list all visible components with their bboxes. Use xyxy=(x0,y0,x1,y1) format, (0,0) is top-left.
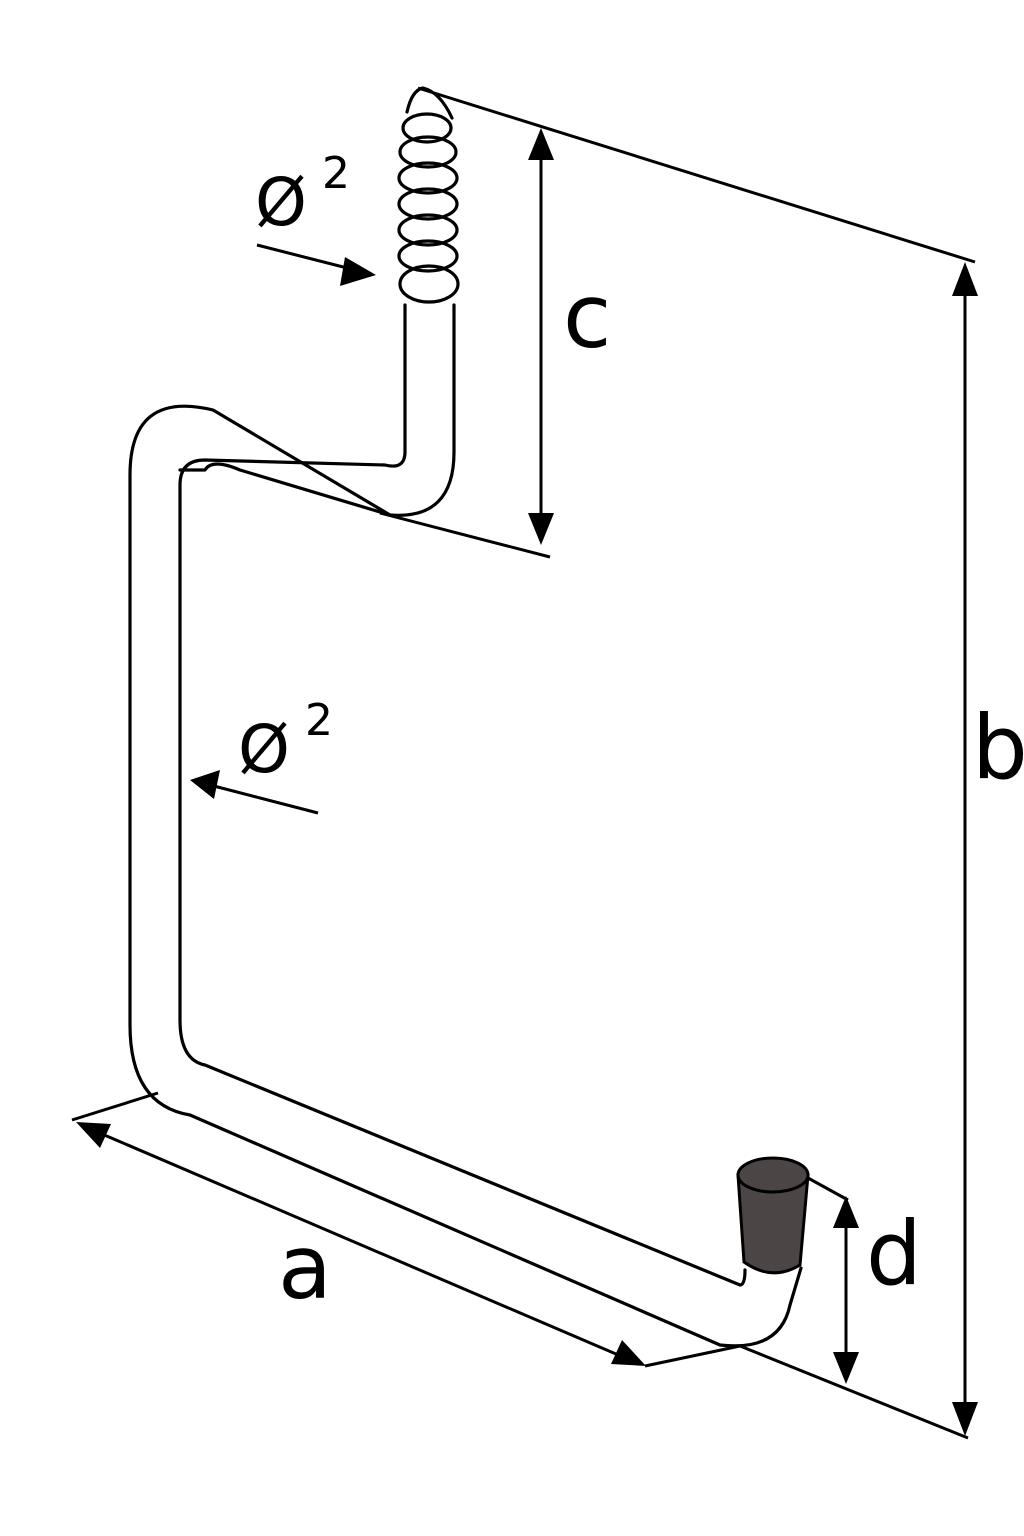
thread-ring-2 xyxy=(398,135,458,169)
screw-thread xyxy=(397,86,460,304)
thread-ring-1 xyxy=(401,112,453,144)
ext-line-bottom xyxy=(739,1344,969,1440)
thread-ring-4 xyxy=(397,187,459,221)
thread-ring-7 xyxy=(398,264,460,304)
diameter-value-top: 2 xyxy=(322,148,350,199)
label-b: b xyxy=(972,696,1024,799)
label-a: a xyxy=(278,1216,332,1319)
label-c: c xyxy=(563,265,611,368)
thread-ring-6 xyxy=(397,239,459,273)
dimension-c xyxy=(528,128,554,545)
hook-inner-outline xyxy=(178,303,747,1287)
ext-line-a-left xyxy=(71,1091,159,1122)
diameter-symbol-top: Ø xyxy=(255,164,307,241)
cap-body xyxy=(736,1173,810,1275)
dimension-d xyxy=(833,1196,859,1384)
diameter-symbol-side: Ø xyxy=(238,711,290,788)
ext-line-top xyxy=(417,86,976,264)
hook-outer-outline xyxy=(178,303,456,517)
rubber-cap xyxy=(736,1156,810,1275)
cap-top xyxy=(736,1156,810,1194)
label-d: d xyxy=(866,1202,922,1305)
thread-ring-3 xyxy=(397,161,459,195)
ext-line-a-right xyxy=(644,1344,741,1368)
diameter-arrow-top xyxy=(256,243,376,286)
diameter-arrow-side xyxy=(190,770,319,815)
dimension-a xyxy=(76,1122,646,1366)
hook-left-outer xyxy=(128,404,803,1348)
diameter-value-side: 2 xyxy=(305,695,333,746)
thread-ring-5 xyxy=(397,213,459,247)
ext-line-d-top xyxy=(807,1176,849,1202)
dimension-b xyxy=(952,262,978,1436)
diameter-label-top: Ø xyxy=(255,164,307,241)
diameter-label-side: Ø xyxy=(238,711,290,788)
ext-line-c-bottom xyxy=(379,511,551,559)
